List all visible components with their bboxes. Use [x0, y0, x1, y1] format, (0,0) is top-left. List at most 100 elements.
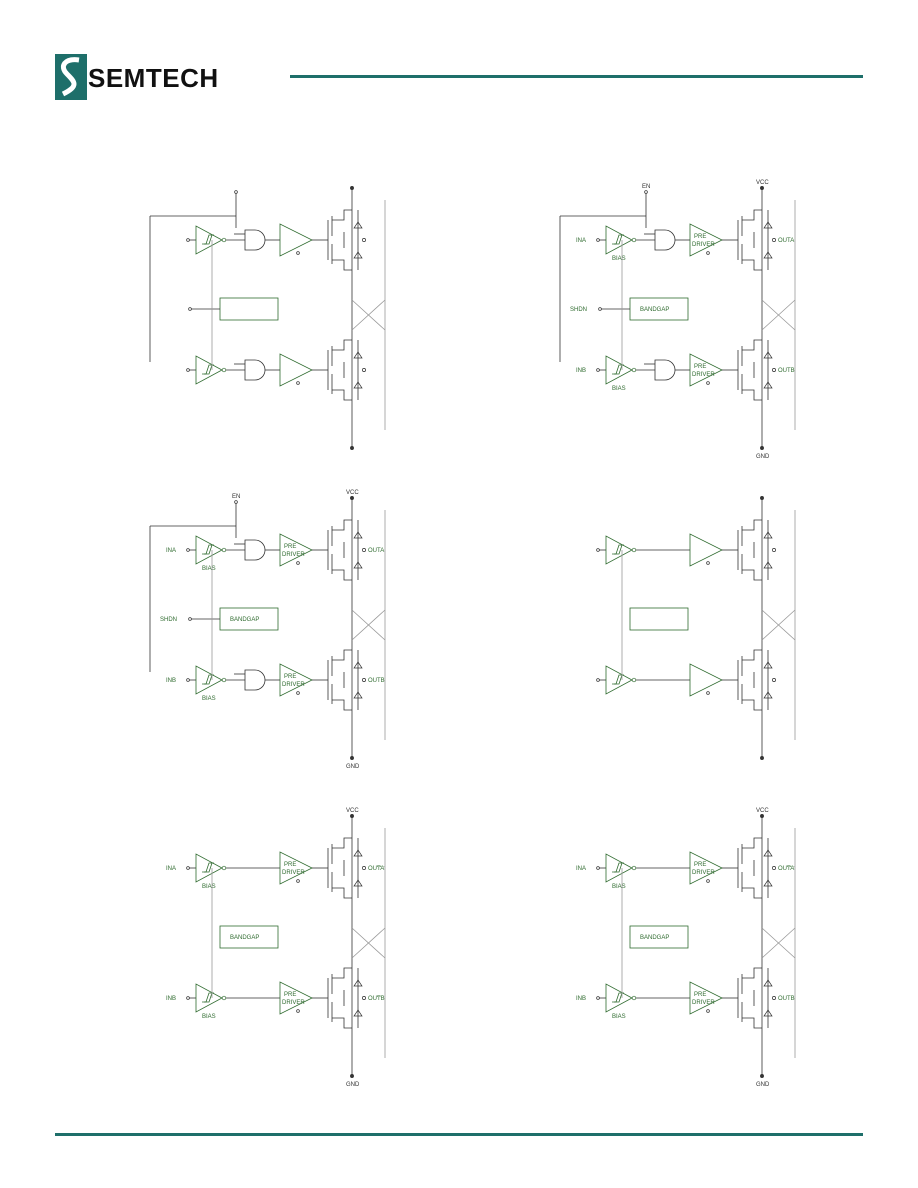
hysteresis-symbol	[614, 674, 623, 685]
inverter-bubble	[631, 677, 637, 683]
bandgap-block	[219, 297, 279, 321]
output-label-b: OUTB	[368, 996, 385, 1002]
pre-driver-a	[689, 533, 723, 567]
driver-label: DRIVER	[692, 1000, 715, 1006]
and-gate-a	[244, 539, 266, 561]
nmos-source	[332, 569, 352, 581]
nmos-source	[742, 699, 762, 711]
input-label-b: INB	[576, 368, 586, 374]
and-gate-b	[244, 359, 266, 381]
pre-driver-b	[279, 663, 313, 697]
bias-label-a: BIAS	[612, 884, 626, 890]
pre-driver-a	[689, 223, 723, 257]
pre-driver-a	[279, 533, 313, 567]
pre-driver-b	[279, 353, 313, 387]
bias-pin	[296, 1009, 300, 1013]
en-pin	[234, 190, 238, 194]
hysteresis-symbol	[204, 992, 213, 1003]
input-pin-b	[596, 678, 600, 682]
output-pin-a	[772, 866, 776, 870]
pre-label: PRE	[694, 862, 706, 868]
inverter-bubble	[631, 865, 637, 871]
gnd-label: GND	[756, 454, 770, 460]
brand-name: SEMTECH	[88, 63, 219, 93]
output-pin-a	[362, 866, 366, 870]
nmos-source	[332, 259, 352, 271]
schematic-panel-5: VCCGNDINABIASPREDRIVEROUTAINBBIASPREDRIV…	[166, 808, 386, 1088]
gnd-node	[350, 1074, 354, 1078]
vcc-node	[760, 814, 764, 818]
bias-pin	[706, 1009, 710, 1013]
output-pin-b	[772, 996, 776, 1000]
schematic-panel-2: VCCGNDINABIASPREDRIVEROUTAINBBIASPREDRIV…	[559, 180, 796, 460]
bandgap-label: BANDGAP	[230, 935, 259, 941]
driver-label: DRIVER	[282, 682, 305, 688]
schematic-panel-1	[149, 186, 386, 450]
cross-link	[351, 299, 386, 331]
input-label-a: INA	[166, 548, 176, 554]
shdn-label: SHDN	[570, 307, 587, 313]
output-pin-b	[362, 996, 366, 1000]
pre-driver-b	[689, 981, 723, 1015]
output-label-a: OUTA	[778, 238, 794, 244]
en-pin	[234, 500, 238, 504]
input-pin-b	[186, 678, 190, 682]
vcc-node	[350, 496, 354, 500]
bias-pin	[296, 251, 300, 255]
input-label-b: INB	[576, 996, 586, 1002]
gnd-node	[760, 756, 764, 760]
input-label-a: INA	[576, 238, 586, 244]
driver-label: DRIVER	[692, 372, 715, 378]
nmos-source	[742, 1017, 762, 1029]
bias-label-a: BIAS	[202, 566, 216, 572]
vcc-node	[350, 186, 354, 190]
and-gate-b	[654, 359, 676, 381]
pre-label: PRE	[284, 862, 296, 868]
vcc-node	[760, 186, 764, 190]
schmitt-trigger-b	[195, 983, 223, 1013]
output-pin-b	[362, 678, 366, 682]
input-pin-b	[596, 996, 600, 1000]
cross-link	[351, 609, 386, 641]
pmos-drain	[332, 837, 352, 849]
nmos-source	[332, 887, 352, 899]
driver-label: DRIVER	[282, 552, 305, 558]
hysteresis-symbol	[614, 992, 623, 1003]
bias-label-b: BIAS	[612, 1014, 626, 1020]
nmos-source	[742, 887, 762, 899]
schematic-panel-4	[596, 496, 796, 760]
pre-driver-b	[279, 981, 313, 1015]
gnd-node	[350, 756, 354, 760]
bandgap-block	[629, 925, 689, 949]
input-pin-a	[186, 866, 190, 870]
output-label-b: OUTB	[368, 678, 385, 684]
bandgap-block	[629, 607, 689, 631]
output-pin-a	[772, 238, 776, 242]
pre-driver-b	[689, 353, 723, 387]
hysteresis-symbol	[204, 364, 213, 375]
hysteresis-symbol	[614, 234, 623, 245]
nmos-source	[742, 389, 762, 401]
and-gate-a	[654, 229, 676, 251]
schmitt-trigger-a	[605, 853, 633, 883]
hysteresis-symbol	[204, 544, 213, 555]
input-label-b: INB	[166, 996, 176, 1002]
nmos-source	[742, 569, 762, 581]
schematic-panel-6: VCCGNDINABIASPREDRIVEROUTAINBBIASPREDRIV…	[576, 808, 796, 1088]
pre-label: PRE	[284, 544, 296, 550]
schmitt-trigger-a	[195, 225, 223, 255]
hysteresis-symbol	[614, 862, 623, 873]
schmitt-trigger-a	[195, 853, 223, 883]
en-pin	[644, 190, 648, 194]
bias-pin	[706, 879, 710, 883]
pre-driver-a	[689, 851, 723, 885]
schmitt-trigger-b	[605, 355, 633, 385]
input-pin-b	[186, 368, 190, 372]
input-pin-a	[186, 548, 190, 552]
and-gate-a	[244, 229, 266, 251]
output-pin-b	[772, 678, 776, 682]
en-label: EN	[232, 494, 240, 500]
inverter-bubble	[221, 677, 227, 683]
cross-link	[351, 927, 386, 959]
schmitt-trigger-a	[195, 535, 223, 565]
